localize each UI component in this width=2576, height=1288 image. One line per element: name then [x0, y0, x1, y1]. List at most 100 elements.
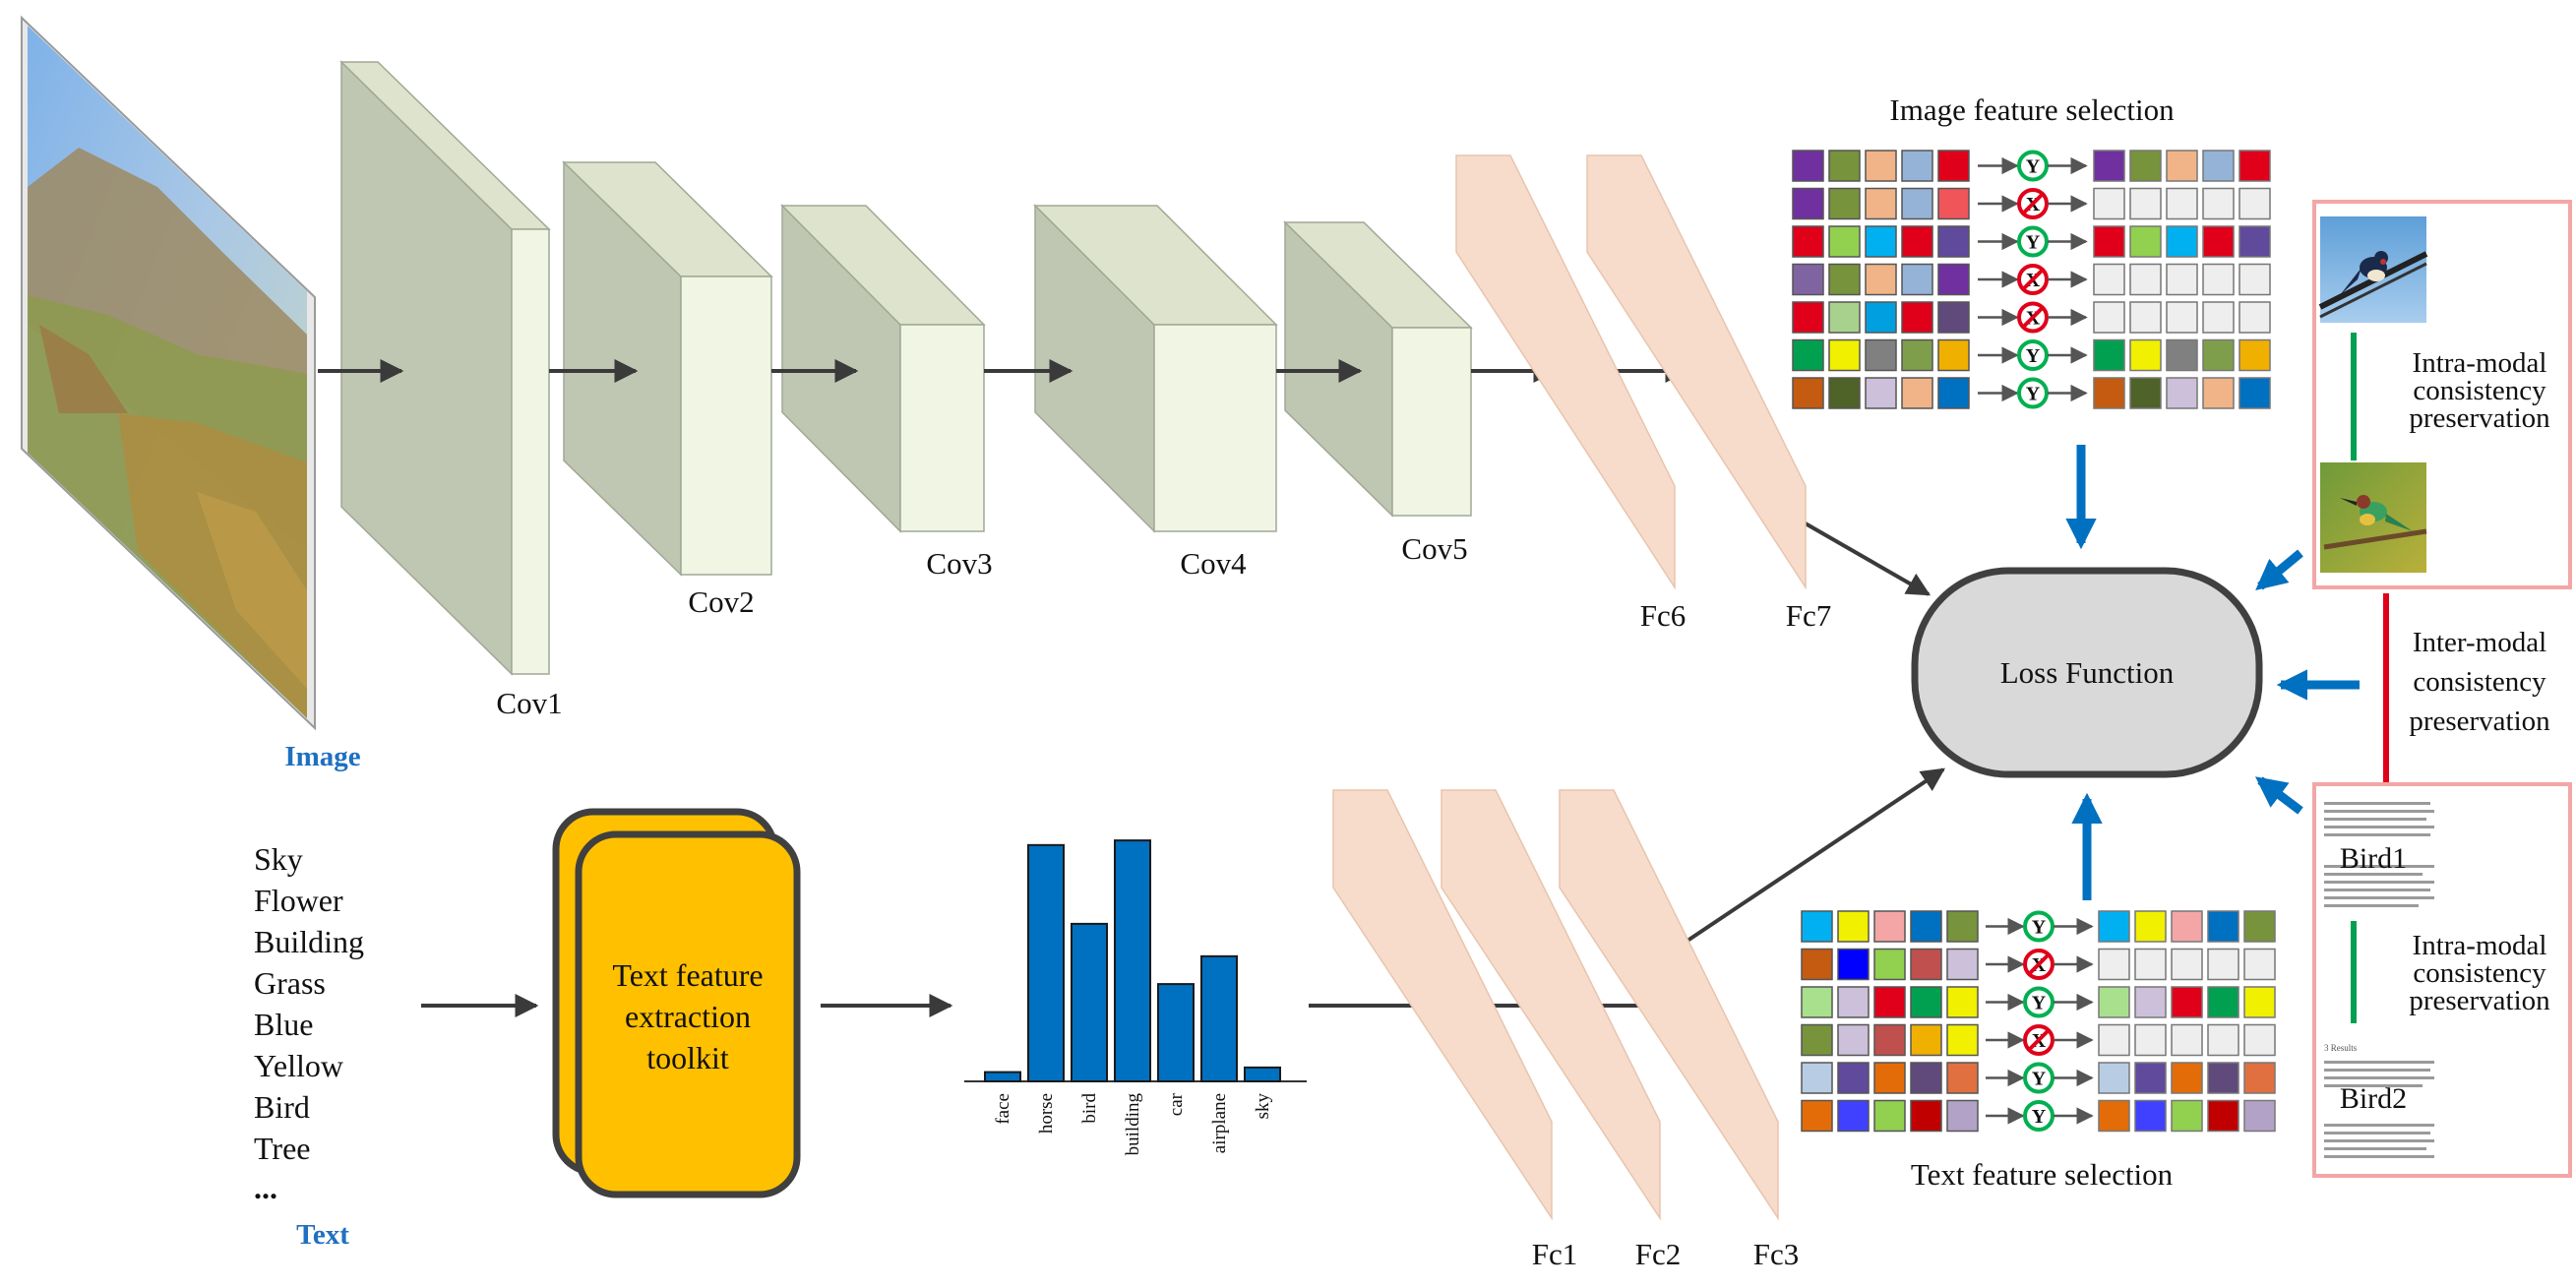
selected-cell [2243, 986, 2276, 1018]
keep-marker-label: Y [2026, 232, 2041, 254]
selected-cell [2243, 910, 2276, 943]
cleared-cell [2098, 1023, 2130, 1057]
keep-marker-label: Y [2032, 993, 2047, 1014]
selected-cell [2093, 225, 2125, 258]
bird-photo-1 [2318, 216, 2428, 323]
text-word: Building [254, 924, 364, 959]
conv-block-3 [780, 204, 986, 533]
toolkit-line-1: Text feature [612, 957, 763, 993]
conv-label-1: Cov1 [496, 686, 562, 720]
feature-cell [1901, 377, 1933, 409]
keep-marker [2023, 1062, 2055, 1094]
feature-cell [1865, 225, 1897, 258]
keep-marker [2017, 225, 2049, 258]
toolkit-line-3: toolkit [646, 1040, 729, 1075]
intra-modal-label-top-2: consistency [2413, 375, 2546, 406]
loss-input-arrows [2065, 445, 2360, 900]
feature-cell [1937, 377, 1970, 409]
selected-cell [2239, 377, 2271, 409]
feature-cell [1937, 187, 1970, 220]
selected-cell [2239, 150, 2271, 182]
selected-cell [2129, 150, 2162, 182]
fc1-layer [1332, 789, 1553, 1221]
feature-cell [1828, 263, 1861, 296]
feature-cell [1792, 263, 1824, 296]
cleared-cell [2243, 948, 2276, 981]
inter-modal-label-1: Inter-modal [2413, 627, 2546, 658]
feature-cell [1801, 948, 1833, 981]
cleared-cell [2202, 263, 2235, 296]
feature-cell [1910, 1062, 1942, 1094]
histogram-bar-sky [1244, 1066, 1281, 1082]
drop-marker-slash [2021, 192, 2045, 215]
cleared-cell [2134, 948, 2167, 981]
fc2-label: Fc2 [1635, 1237, 1682, 1271]
selected-cell [2171, 910, 2203, 943]
intra-modal-label-top-3: preservation [2409, 402, 2550, 434]
feature-cell [1873, 1099, 1906, 1133]
keep-marker [2023, 986, 2055, 1018]
feature-cell [1865, 187, 1897, 220]
text-selection-title: Text feature selection [1911, 1157, 2174, 1192]
feature-cell [1910, 1099, 1942, 1133]
intra-modal-image-panel: Intra-modal consistency preservation [2312, 200, 2572, 589]
keep-marker-label: Y [2026, 384, 2041, 405]
conv-label-2: Cov2 [688, 584, 754, 619]
feature-cell [1837, 986, 1870, 1018]
feature-cell [1801, 1023, 1833, 1057]
drop-marker-slash [2027, 1028, 2051, 1052]
fc3-label: Fc3 [1753, 1237, 1800, 1271]
feature-cell [1792, 338, 1824, 372]
feature-cell [1865, 338, 1897, 372]
text-word: Tree [254, 1131, 310, 1166]
histogram-tick-label: airplane [1209, 1093, 1230, 1153]
bird-photo-2 [2320, 462, 2427, 573]
conv-block-2 [562, 160, 773, 577]
histogram-bar-airplane [1200, 954, 1238, 1083]
histogram-tick-label: building [1123, 1093, 1143, 1156]
selected-cell [2202, 225, 2235, 258]
feature-cell [1865, 150, 1897, 182]
cleared-cell [2129, 263, 2162, 296]
feature-cell [1910, 986, 1942, 1018]
image-input-label: Image [284, 741, 360, 772]
histogram-tick-label: sky [1253, 1093, 1273, 1120]
feature-cell [1801, 1099, 1833, 1133]
selected-cell [2207, 1099, 2239, 1133]
fc7-label: Fc7 [1786, 598, 1832, 633]
feature-cell [1937, 225, 1970, 258]
selected-cell [2171, 986, 2203, 1018]
feature-cell [1837, 1023, 1870, 1057]
feature-cell [1873, 986, 1906, 1018]
selected-cell [2093, 338, 2125, 372]
keep-marker-label: Y [2032, 1106, 2047, 1128]
keep-marker [2017, 150, 2049, 182]
feature-cell [1792, 301, 1824, 334]
drop-marker-slash [2021, 306, 2045, 329]
intra-modal-label-bottom-1: Intra-modal [2413, 930, 2547, 961]
feature-cell [1937, 150, 1970, 182]
selected-cell [2207, 1062, 2239, 1094]
selected-cell [2093, 150, 2125, 182]
fc3-layer [1559, 789, 1779, 1221]
feature-cell [1901, 187, 1933, 220]
image-selection-title: Image feature selection [1889, 92, 2175, 127]
selected-cell [2098, 1062, 2130, 1094]
feature-cell [1828, 338, 1861, 372]
document-heading-2: 3 Results [2324, 1043, 2358, 1053]
feature-cell [1901, 150, 1933, 182]
selected-cell [2166, 338, 2198, 372]
selected-cell [2202, 150, 2235, 182]
text-input-label: Text [296, 1219, 349, 1251]
selected-cell [2202, 338, 2235, 372]
conv-block-4 [1033, 204, 1278, 533]
cleared-cell [2202, 187, 2235, 220]
feature-cell [1837, 1062, 1870, 1094]
feature-cell [1910, 948, 1942, 981]
cleared-cell [2166, 187, 2198, 220]
feature-cell [1792, 225, 1824, 258]
text-word: Sky [254, 841, 303, 877]
histogram-tick-label: car [1166, 1092, 1187, 1116]
text-word: Bird [254, 1089, 310, 1125]
